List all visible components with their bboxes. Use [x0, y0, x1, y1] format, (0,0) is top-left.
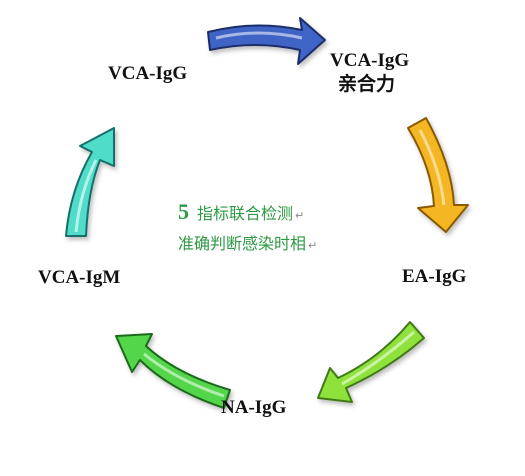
center-line1-text: 指标联合检测 — [197, 204, 294, 223]
node-avidity-label: 亲合力 — [338, 73, 396, 95]
center-line2-text: 准确判断感染时相 — [178, 234, 307, 253]
arrow-ea-igg-to-na-igg — [317, 321, 425, 403]
arrow-vca-igg-to-avidity — [207, 17, 326, 65]
center-text-line1: 5 指标联合检测↵ — [178, 201, 304, 223]
arrow-vca-igm-to-vca-igg — [65, 127, 115, 237]
center-text-line2: 准确判断感染时相↵ — [178, 236, 317, 252]
arrow-avidity-to-ea-igg — [407, 117, 469, 233]
node-vca-igg-avidity: VCA-IgG — [330, 50, 410, 71]
indicator-count: 5 — [178, 199, 189, 224]
return-mark-icon: ↵ — [295, 209, 305, 222]
return-mark-icon: ↵ — [308, 239, 318, 252]
node-ea-igg: EA-IgG — [402, 266, 467, 287]
arrow-na-igg-to-vca-igm — [115, 333, 231, 409]
node-na-igg: NA-IgG — [221, 397, 287, 418]
node-vca-igg: VCA-IgG — [108, 63, 188, 84]
node-vca-igm: VCA-IgM — [38, 267, 121, 288]
